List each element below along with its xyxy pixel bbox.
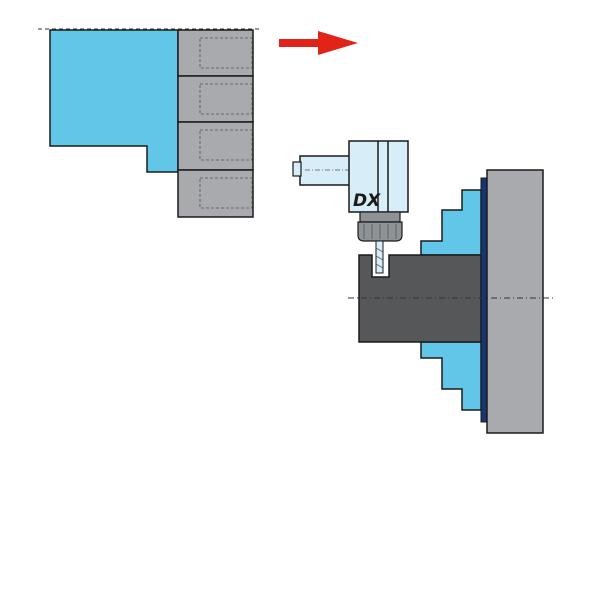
turret-body [49,29,179,173]
workpiece [358,254,482,343]
tool-holder-label: DX [353,191,381,211]
arrow-right-icon [279,31,358,55]
chuck-jaw-lower [420,341,482,411]
tool-station-2 [177,75,254,123]
end-mill-cutter [375,240,384,274]
tool-stations [177,29,254,218]
collet-nut-top [359,211,401,223]
tool-station-3 [177,121,254,171]
spindle-face [486,169,544,434]
tool-station-4 [177,169,254,218]
tool-holder: DX [292,140,409,274]
tool-station-1 [177,29,254,77]
tool-holder-shank [299,155,351,186]
chuck-jaw-upper [420,189,482,256]
